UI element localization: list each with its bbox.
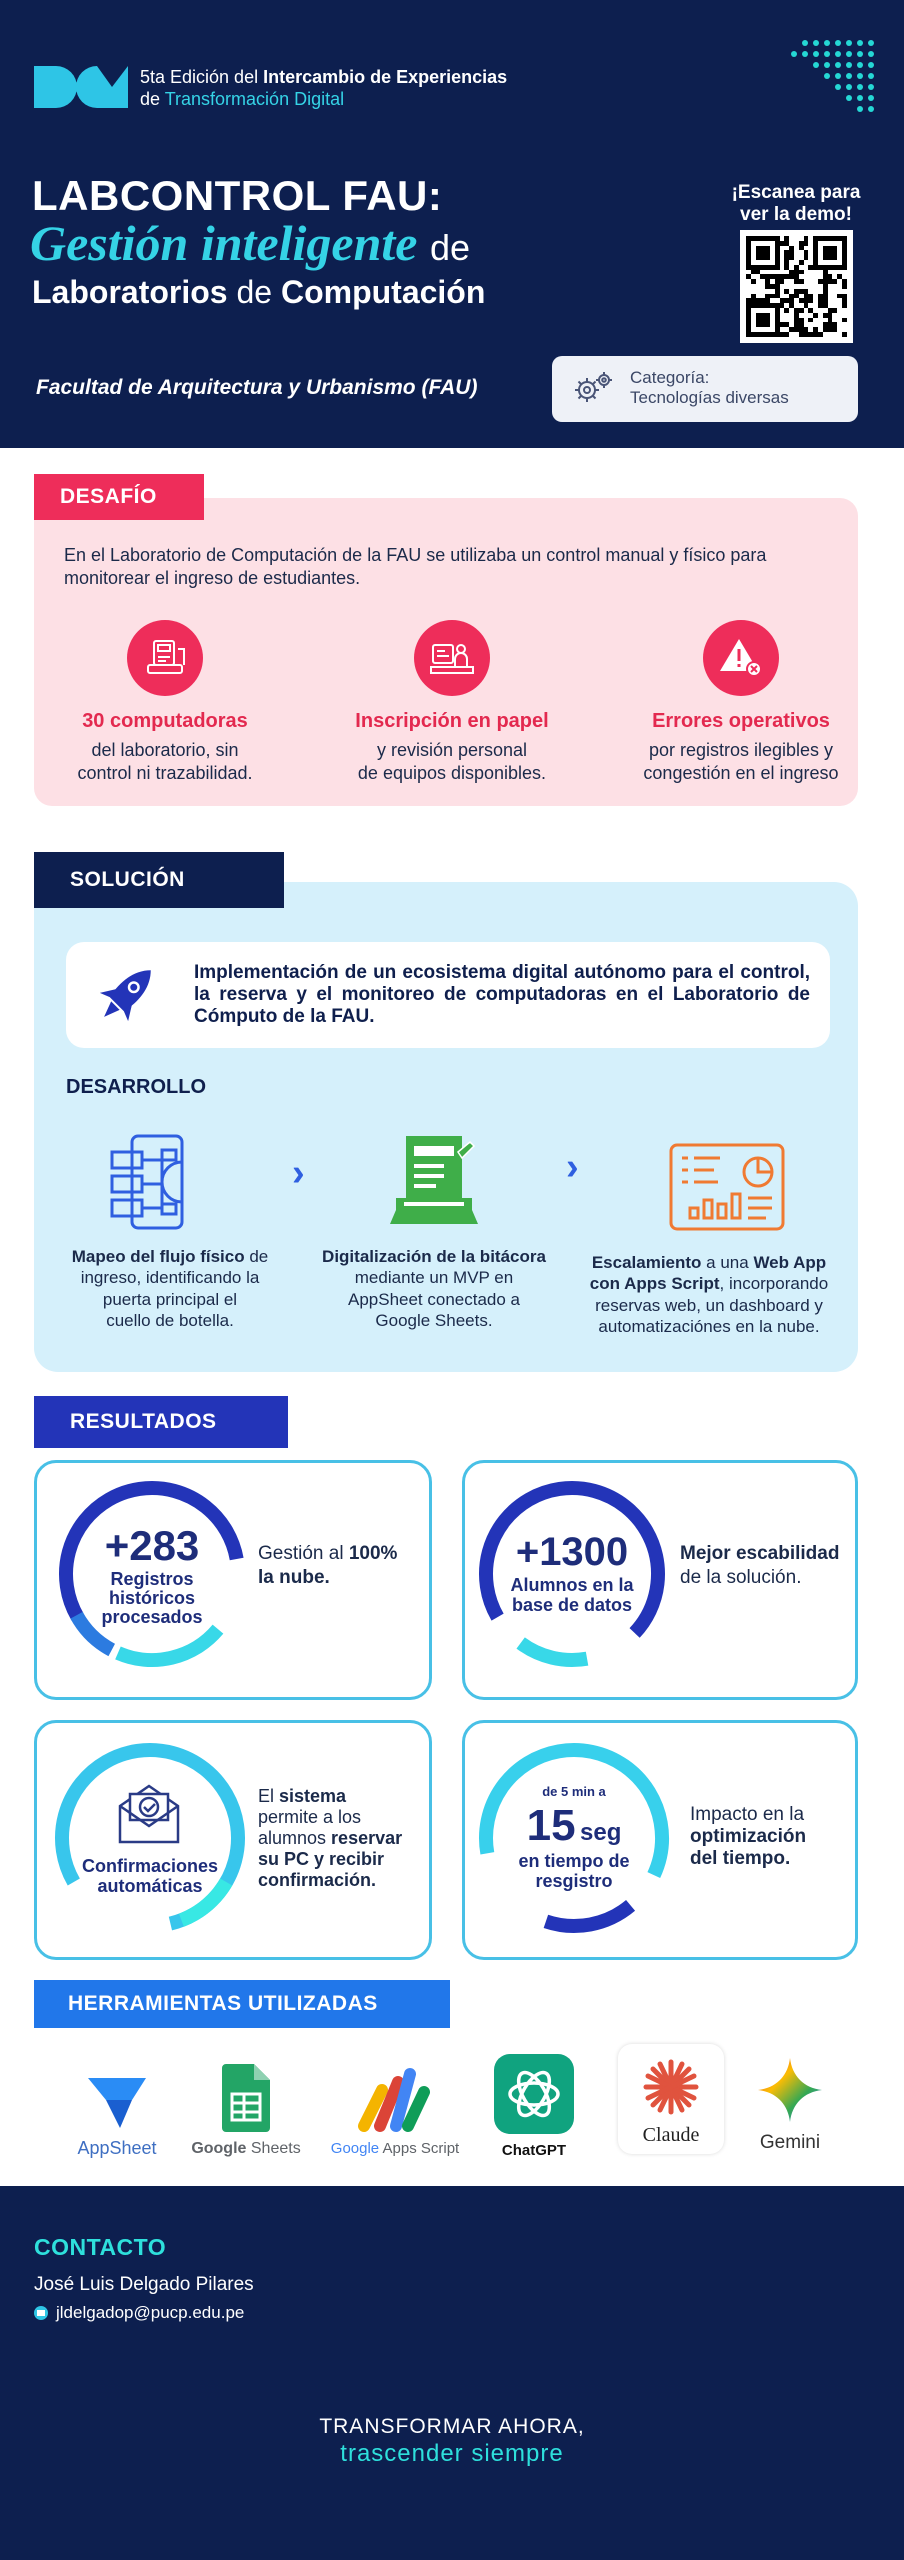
solution-statement: Implementación de un ecosistema digital …: [194, 962, 810, 1027]
step-description: Digitalización de la bitácora mediante u…: [322, 1247, 546, 1330]
category-label: Categoría:: [630, 368, 710, 387]
progress-ring: [54, 1743, 246, 1933]
tool-label: Google Apps Script: [330, 2140, 460, 2157]
digital-logbook-icon: [390, 1136, 478, 1224]
result-text: Impacto en la optimización del tiempo.: [690, 1804, 807, 1869]
result-text: Mejor escabilidad de la solución.: [680, 1543, 840, 1588]
title-line-3: Laboratorios de Computación: [32, 274, 486, 310]
appsheet-logo-icon: [88, 2078, 146, 2128]
header-banner: 5ta Edición del Intercambio de Experienc…: [0, 0, 904, 448]
challenge-title: Inscripción en papel: [355, 710, 549, 732]
apps-script-logo-icon: [358, 2068, 430, 2132]
results-tag: RESULTADOS: [34, 1396, 288, 1448]
edition-text: 5ta Edición del Intercambio de Experienc…: [140, 67, 508, 109]
faculty-name: Facultad de Arquitectura y Urbanismo (FA…: [36, 376, 478, 399]
qr-caption: ¡Escanea para ver la demo!: [731, 182, 861, 225]
challenge-item: Errores operativos por registros ilegibl…: [618, 620, 864, 784]
progress-ring: [478, 1481, 665, 1667]
tool-label: ChatGPT: [501, 2142, 567, 2159]
solution-tag: SOLUCIÓN: [34, 852, 284, 908]
rocket-icon: [99, 970, 151, 1022]
progress-ring: [479, 1743, 669, 1933]
tool-label: Gemini: [759, 2132, 821, 2153]
result-text: Gestión al 100% la nube.: [258, 1543, 398, 1588]
error-warning-icon: [703, 620, 779, 696]
paper-registration-icon: [414, 620, 490, 696]
tool-label: AppSheet: [77, 2138, 157, 2158]
step-arrow-icon: ›: [566, 1146, 579, 1188]
step-arrow-icon: ›: [292, 1152, 305, 1194]
google-sheets-logo-icon: [222, 2064, 270, 2132]
tool-label: Claude: [642, 2124, 700, 2146]
result-metric: +1300 Alumnos en la base de datos: [510, 1530, 634, 1615]
event-logo-icon: [34, 66, 128, 108]
email-confirmation-icon: [118, 1784, 180, 1844]
title-line-2: Gestión inteligente de: [30, 215, 471, 271]
challenge-intro: En el Laboratorio de Computación de la F…: [64, 545, 767, 588]
flow-mapping-icon: [110, 1134, 184, 1230]
result-metric: de 5 min a 15 seg en tiempo de resgistro: [518, 1784, 630, 1891]
decorative-dot-grid: [780, 40, 874, 112]
challenge-item: Inscripción en papel y revisión personal…: [333, 620, 571, 784]
claude-logo-card: Claude: [618, 2044, 724, 2154]
title-line-1: LABCONTROL FAU:: [32, 172, 443, 219]
computer-icon: [127, 620, 203, 696]
tools-tag: HERRAMIENTAS UTILIZADAS: [34, 1980, 450, 2028]
category-box: Categoría: Tecnologías diversas: [552, 356, 858, 422]
gears-icon: [575, 372, 612, 402]
contact-email-row: jldelgadop@pucp.edu.pe: [34, 2303, 244, 2323]
web-dashboard-icon: [669, 1143, 785, 1231]
progress-ring: [58, 1481, 245, 1667]
chatgpt-logo-icon: [494, 2054, 574, 2134]
solution-statement-card: Implementación de un ecosistema digital …: [66, 942, 830, 1048]
challenge-title: Errores operativos: [652, 710, 830, 732]
contact-heading: CONTACTO: [34, 2234, 167, 2260]
challenge-title: 30 computadoras: [82, 710, 248, 732]
gemini-logo-icon: [758, 2058, 822, 2122]
result-metric: +283 Registros históricos procesados: [101, 1522, 203, 1627]
development-heading: DESARROLLO: [66, 1076, 206, 1098]
contact-footer: CONTACTO José Luis Delgado Pilares jldel…: [0, 2186, 904, 2560]
slogan: TRANSFORMAR AHORA, trascender siempre: [319, 2415, 585, 2467]
contact-email[interactable]: jldelgadop@pucp.edu.pe: [56, 2303, 245, 2322]
demo-qr-code[interactable]: [740, 230, 853, 343]
tool-label: Google Sheets: [191, 2140, 301, 2157]
challenge-tag: DESAFÍO: [34, 474, 204, 520]
step-description: Escalamiento a una Web App con Apps Scri…: [589, 1253, 829, 1336]
contact-name: José Luis Delgado Pilares: [34, 2274, 254, 2295]
result-text: El sistema permite a los alumnos reserva…: [258, 1786, 403, 1890]
step-description: Mapeo del flujo físico de ingreso, ident…: [71, 1247, 269, 1330]
category-value: Tecnologías diversas: [630, 388, 789, 407]
claude-logo-icon: [643, 2059, 699, 2115]
result-metric: Confirmaciones automáticas: [81, 1856, 219, 1896]
email-icon: [34, 2306, 48, 2320]
